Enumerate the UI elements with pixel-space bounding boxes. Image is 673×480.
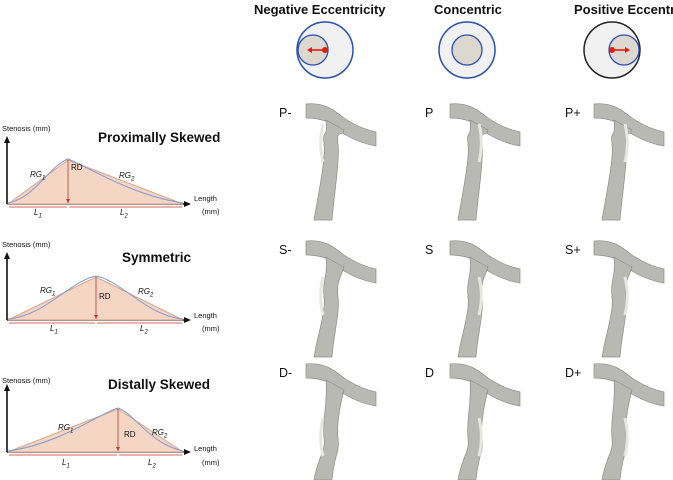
- profile-l2-symmetric: L2: [140, 324, 148, 336]
- cross-section-negative-icon: [296, 21, 354, 79]
- profile-l2-proximal: L2: [120, 208, 128, 220]
- vessel-model-icon: [593, 240, 665, 358]
- profile-title-symmetric: Symmetric: [122, 250, 192, 265]
- profile-xlabel-distal: Length: [194, 444, 217, 453]
- profile-xlabel-symmetric: Length: [194, 311, 217, 320]
- profile-rg1-symmetric: RG1: [40, 286, 56, 298]
- vessel-label: S-: [279, 243, 292, 257]
- cross-section-concentric-icon: [438, 21, 496, 79]
- profile-title-proximal: Proximally Skewed: [98, 130, 221, 145]
- vessel-label: S: [425, 243, 434, 257]
- profile-xunit-symmetric: (mm): [202, 324, 220, 333]
- vessel-label: S+: [565, 243, 581, 257]
- profile-ylabel-symmetric: Stenosis (mm): [2, 240, 51, 249]
- vessel-model-icon: [449, 240, 521, 358]
- profile-rg2-distal: RG2: [152, 428, 168, 440]
- profile-rg1-proximal: RG1: [30, 170, 46, 182]
- profile-xlabel-proximal: Length: [194, 194, 217, 203]
- profile-rg1-distal: RG1: [58, 423, 74, 435]
- profile-rg2-proximal: RG2: [119, 171, 135, 183]
- vessel-label: D+: [565, 366, 582, 380]
- vessel-model-icon: [305, 103, 377, 221]
- profile-l1-proximal: L1: [34, 208, 42, 220]
- column-header-negative: Negative Eccentricity: [254, 2, 386, 17]
- vessel-label: P+: [565, 106, 581, 120]
- profile-rd-distal: RD: [124, 430, 136, 439]
- column-header-concentric: Concentric: [434, 2, 502, 17]
- profile-l1-symmetric: L1: [50, 324, 58, 336]
- vessel-model-icon: [449, 103, 521, 221]
- vessel-model-icon: [593, 103, 665, 221]
- profile-diagram-symmetric: [4, 252, 191, 324]
- vessel-model-icon: [449, 363, 521, 480]
- profile-l2-distal: L2: [148, 458, 156, 470]
- profile-diagram-proximal: [4, 136, 191, 208]
- profile-xunit-distal: (mm): [202, 458, 220, 467]
- vessel-label: D: [425, 366, 435, 380]
- vessel-label: D-: [279, 366, 293, 380]
- profile-l1-distal: L1: [62, 458, 70, 470]
- profile-title-distal: Distally Skewed: [108, 377, 211, 392]
- profile-xunit-proximal: (mm): [202, 207, 220, 216]
- vessel-model-icon: [305, 240, 377, 358]
- vessel-model-icon: [305, 363, 377, 480]
- profile-ylabel-proximal: Stenosis (mm): [2, 124, 51, 133]
- profile-rd-proximal: RD: [71, 163, 83, 172]
- profile-rg2-symmetric: RG2: [138, 287, 154, 299]
- profile-diagram-distal: [4, 384, 191, 456]
- cross-section-positive-icon: [583, 21, 641, 79]
- vessel-label: P-: [279, 106, 292, 120]
- profile-rd-symmetric: RD: [99, 292, 111, 301]
- vessel-label: P: [425, 106, 434, 120]
- column-header-positive: Positive Eccentricity: [574, 2, 673, 17]
- vessel-model-icon: [593, 363, 665, 480]
- profile-ylabel-distal: Stenosis (mm): [2, 376, 51, 385]
